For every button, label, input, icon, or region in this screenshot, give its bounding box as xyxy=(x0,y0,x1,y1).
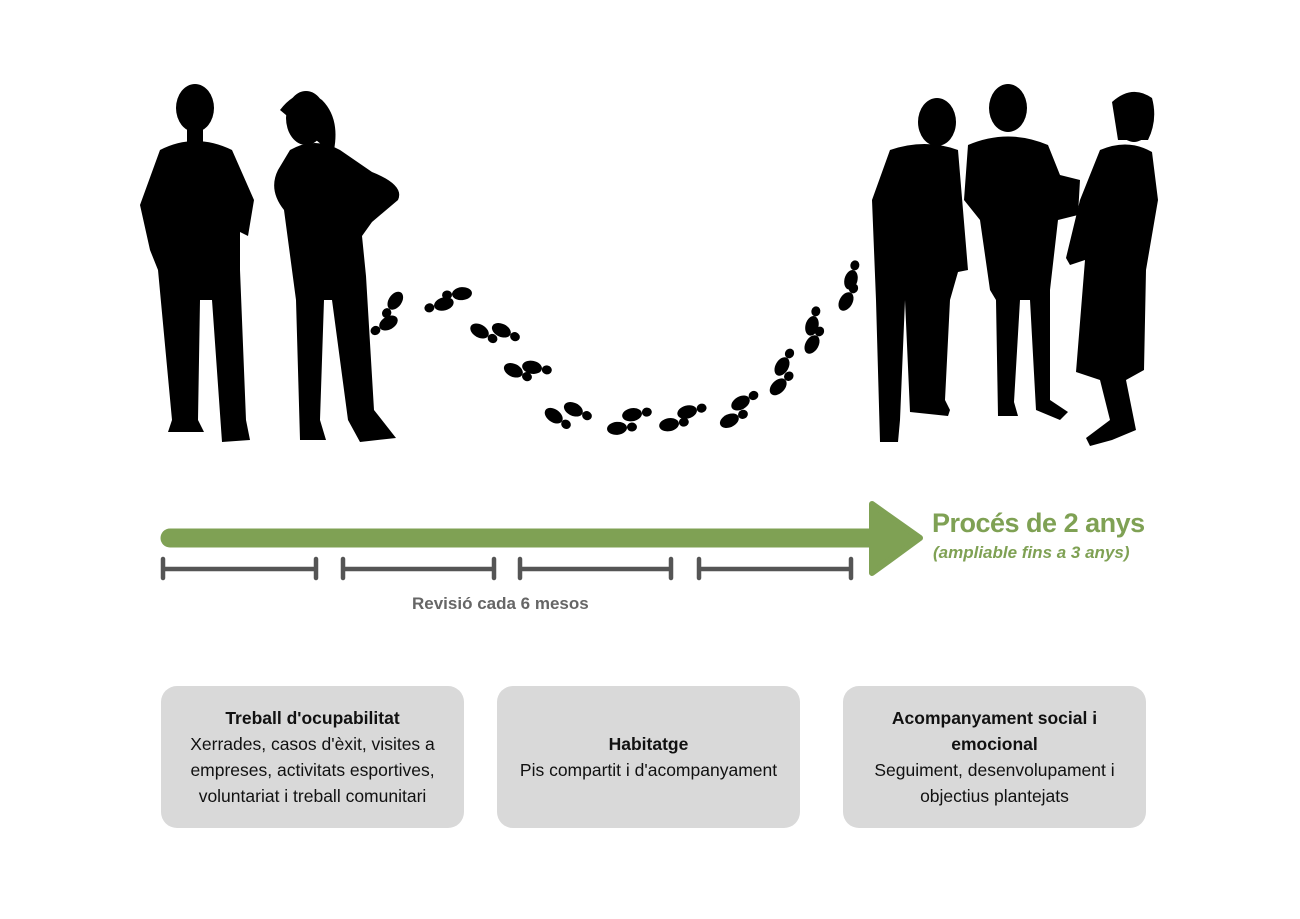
journey-illustration xyxy=(140,84,1158,446)
card-text: Seguiment, desenvolupament i objectius p… xyxy=(874,760,1115,806)
card-text: Pis compartit i d'acompanyament xyxy=(519,760,778,780)
footprints-icon xyxy=(367,258,863,436)
card-title: Habitatge xyxy=(608,734,689,754)
process-duration-title: Procés de 2 anys xyxy=(932,508,1145,538)
review-frequency-label: Revisió cada 6 mesos xyxy=(412,594,589,613)
timeline-arrow xyxy=(160,501,923,576)
timeline-diagram xyxy=(160,501,923,581)
end-people-icon xyxy=(872,84,1158,446)
review-period-3 xyxy=(517,556,674,581)
process-duration-subtitle: (ampliable fins a 3 anys) xyxy=(933,543,1130,562)
card-social-support: Acompanyament social i emocional Seguime… xyxy=(843,686,1146,828)
card-title: Acompanyament social i emocional xyxy=(891,708,1098,754)
review-period-1 xyxy=(160,556,319,581)
start-people-icon xyxy=(140,84,400,442)
review-period-2 xyxy=(340,556,497,581)
card-employability: Treball d'ocupabilitat Xerrades, casos d… xyxy=(161,686,464,828)
card-housing: Habitatge Pis compartit i d'acompanyamen… xyxy=(497,686,800,828)
card-title: Treball d'ocupabilitat xyxy=(225,708,400,728)
card-text: Xerrades, casos d'èxit, visites a empres… xyxy=(190,734,435,806)
review-period-4 xyxy=(696,556,854,581)
